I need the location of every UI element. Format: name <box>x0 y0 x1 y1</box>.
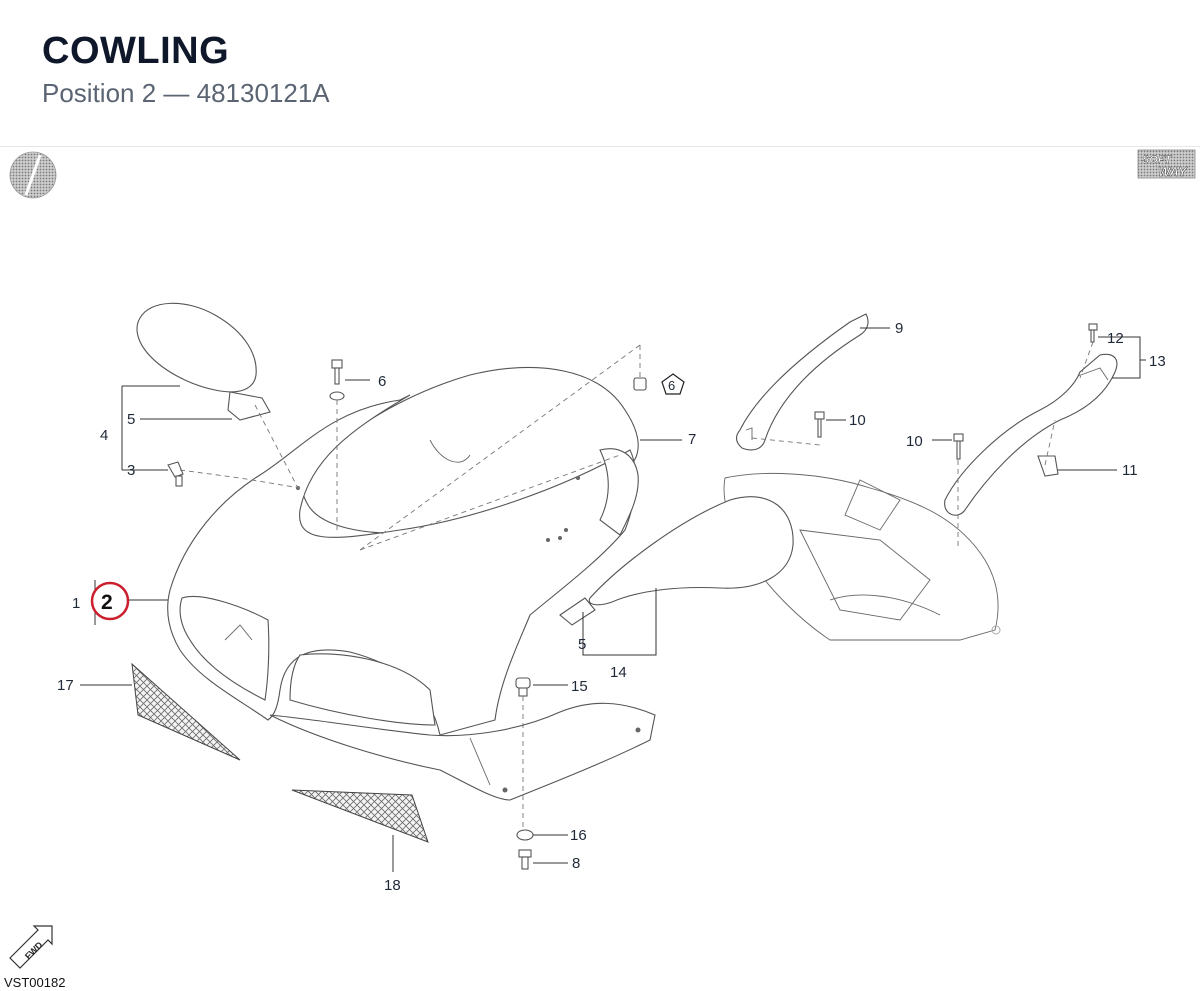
mesh-panel-18 <box>291 789 429 843</box>
highlighted-callout-label: 2 <box>101 591 113 614</box>
page-title: COWLING <box>42 30 230 72</box>
callout-13: 13 <box>1149 353 1166 370</box>
page-subtitle: Position 2 — 48130121A <box>42 78 330 108</box>
callout-5-right: 5 <box>578 636 586 653</box>
brand-logo-line2: WAY <box>1158 164 1188 179</box>
washer-16 <box>516 829 534 841</box>
screw-12 <box>1088 323 1098 343</box>
brand-logo: SOFT WAY <box>1137 149 1196 179</box>
inner-panel-part <box>735 313 869 451</box>
callout-11: 11 <box>1122 462 1138 479</box>
screw-10-left <box>814 411 825 438</box>
fwd-arrow-icon: FWD <box>9 925 53 969</box>
lower-fairing-part <box>269 702 656 801</box>
diagram-reference-code: VST00182 <box>4 975 65 990</box>
assembly-lines <box>179 341 1094 830</box>
screw-6 <box>329 359 345 401</box>
callout-15: 15 <box>571 678 588 695</box>
side-panel-part <box>944 353 1118 516</box>
callout-3: 3 <box>127 462 135 479</box>
highlighted-callout-2[interactable]: 2 <box>90 581 130 621</box>
callout-16: 16 <box>570 827 587 844</box>
upper-fairing-part <box>167 394 639 736</box>
nut-6 <box>633 377 647 391</box>
brand-logo-line1: SOFT <box>1142 154 1173 166</box>
right-mirror-part <box>559 496 794 626</box>
bracket-part <box>1037 455 1059 477</box>
callout-4: 4 <box>100 427 108 444</box>
screw-8 <box>518 849 532 870</box>
callout-6-badge-label: 6 <box>668 378 675 393</box>
leader-lines <box>80 327 1146 872</box>
screw-3 <box>167 461 184 487</box>
callout-10-left: 10 <box>849 412 866 429</box>
callout-18: 18 <box>384 877 401 894</box>
screw-10-right <box>953 433 964 460</box>
callout-10-right: 10 <box>906 433 923 450</box>
screw-15 <box>515 677 531 697</box>
callout-7: 7 <box>688 431 696 448</box>
page-header: COWLING Position 2 — 48130121A <box>0 0 1200 147</box>
callout-8: 8 <box>572 855 580 872</box>
callout-6: 6 <box>378 373 386 390</box>
corner-logo-icon <box>9 151 57 199</box>
callout-1: 1 <box>72 595 80 612</box>
left-mirror-part <box>136 302 271 421</box>
callout-12: 12 <box>1107 330 1124 347</box>
diagram-canvas: SOFT WAY <box>4 149 1196 990</box>
callout-14: 14 <box>610 664 627 681</box>
callout-17: 17 <box>57 677 74 694</box>
exploded-parts-diagram: SOFT WAY <box>0 146 1200 991</box>
callout-6-badge: 6 <box>661 373 685 395</box>
callout-9: 9 <box>895 320 903 337</box>
mesh-panel-17 <box>131 662 241 761</box>
callout-5-left: 5 <box>127 411 135 428</box>
